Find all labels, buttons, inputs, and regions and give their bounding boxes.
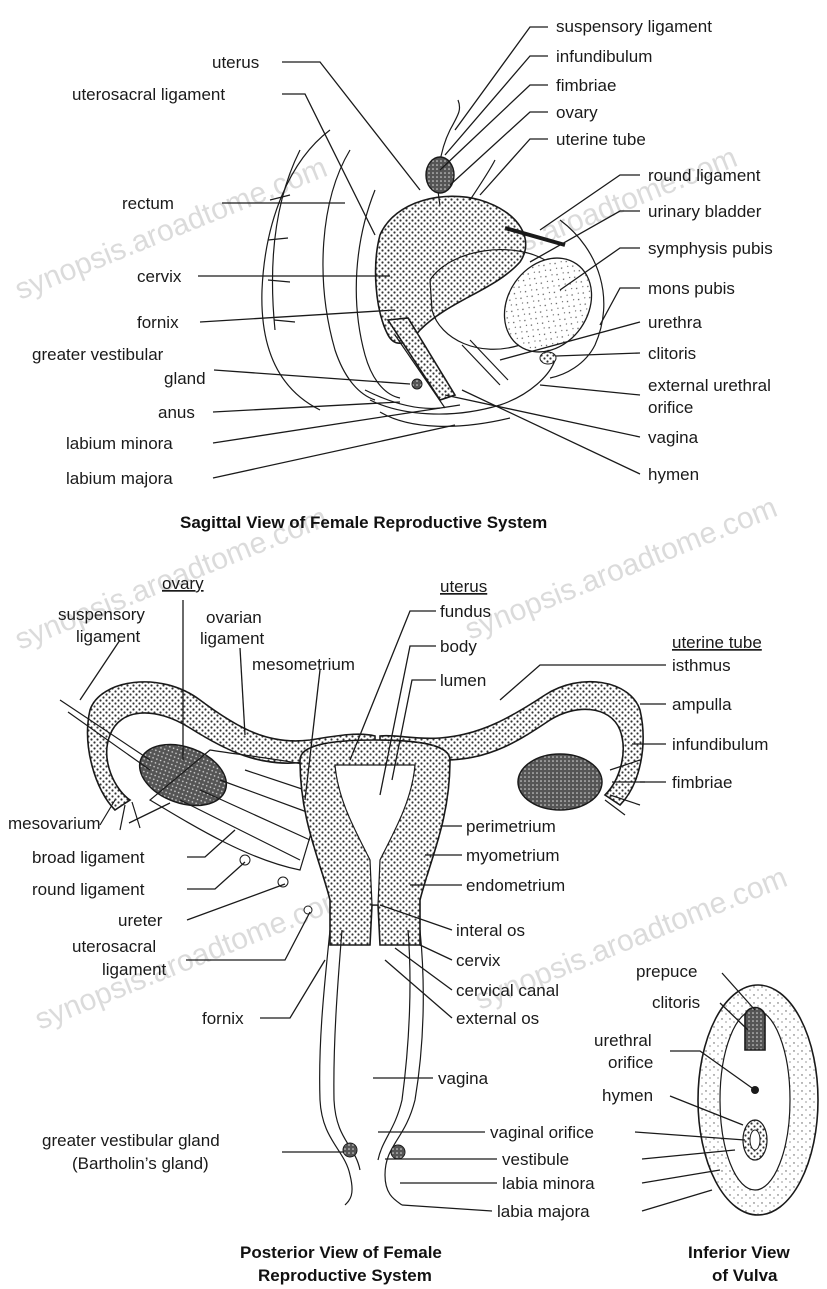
label-vaginal-orifice: vaginal orifice bbox=[490, 1123, 594, 1142]
label-round-ligament: round ligament bbox=[32, 880, 145, 899]
label-lumen: lumen bbox=[440, 671, 486, 690]
label-ovarian-ligament: ovarian bbox=[206, 608, 262, 627]
vulva-view bbox=[698, 985, 818, 1215]
vagina-right-wall bbox=[385, 930, 423, 1205]
label-urethral-orifice-2: orifice bbox=[608, 1053, 653, 1072]
label-mons-pubis: mons pubis bbox=[648, 279, 735, 298]
label-external-urethral-orifice-2: orifice bbox=[648, 398, 693, 417]
label-uterosacral-ligament-2: ligament bbox=[102, 960, 167, 979]
label-fundus: fundus bbox=[440, 602, 491, 621]
posterior-title-2: Reproductive System bbox=[258, 1266, 432, 1285]
vagina-canal bbox=[388, 318, 455, 400]
label-perimetrium: perimetrium bbox=[466, 817, 556, 836]
label-cervix: cervix bbox=[137, 267, 182, 286]
label-prepuce: prepuce bbox=[636, 962, 697, 981]
label-hymen: hymen bbox=[602, 1086, 653, 1105]
label-suspensory-ligament: suspensory ligament bbox=[556, 17, 712, 36]
label-labia-majora: labia majora bbox=[497, 1202, 590, 1221]
label-infundibulum: infundibulum bbox=[556, 47, 652, 66]
label-interal-os: interal os bbox=[456, 921, 525, 940]
label-anus: anus bbox=[158, 403, 195, 422]
label-fimbriae: fimbriae bbox=[556, 76, 616, 95]
right-ovary bbox=[518, 754, 602, 810]
vulva-title: Inferior View bbox=[688, 1243, 790, 1262]
bartholin-gland-left bbox=[343, 1143, 357, 1157]
label-isthmus: isthmus bbox=[672, 656, 731, 675]
posterior-title: Posterior View of Female bbox=[240, 1243, 442, 1262]
clitoris-shape bbox=[540, 352, 556, 364]
label-uterus: uterus bbox=[212, 53, 259, 72]
label-suspensory-ligament-2: ligament bbox=[76, 627, 141, 646]
label-suspensory-ligament: suspensory bbox=[58, 605, 145, 624]
vulva-title-2: of Vulva bbox=[712, 1266, 778, 1285]
label-labium-minora: labium minora bbox=[66, 434, 173, 453]
label-clitoris: clitoris bbox=[648, 344, 696, 363]
label-uterosacral-ligament: uterosacral bbox=[72, 937, 156, 956]
urethral-orifice-shape bbox=[751, 1086, 759, 1094]
label-labia-minora: labia minora bbox=[502, 1174, 595, 1193]
label-fornix: fornix bbox=[202, 1009, 244, 1028]
watermark-text: synopsis.aroadtome.com bbox=[30, 881, 352, 1037]
label-myometrium: myometrium bbox=[466, 846, 560, 865]
sagittal-title: Sagittal View of Female Reproductive Sys… bbox=[180, 513, 547, 532]
label-rectum: rectum bbox=[122, 194, 174, 213]
label-vestibule: vestibule bbox=[502, 1150, 569, 1169]
label-ovary-heading: ovary bbox=[162, 574, 204, 593]
label-labium-majora: labium majora bbox=[66, 469, 173, 488]
label-ovarian-ligament-2: ligament bbox=[200, 629, 265, 648]
label-mesometrium: mesometrium bbox=[252, 655, 355, 674]
label-greater-vestibular-gland-2: gland bbox=[164, 369, 206, 388]
label-ampulla: ampulla bbox=[672, 695, 732, 714]
ovary-shape bbox=[426, 157, 454, 193]
label-uterine-tube-heading: uterine tube bbox=[672, 633, 762, 652]
label-uterus-heading: uterus bbox=[440, 577, 487, 596]
label-greater-vestibular-gland: greater vestibular gland bbox=[42, 1131, 220, 1150]
label-infundibulum: infundibulum bbox=[672, 735, 768, 754]
label-broad-ligament: broad ligament bbox=[32, 848, 145, 867]
label-round-ligament: round ligament bbox=[648, 166, 761, 185]
label-fornix: fornix bbox=[137, 313, 179, 332]
clitoris-shape bbox=[745, 1008, 765, 1051]
vagina-left-wall bbox=[320, 930, 352, 1205]
label-body: body bbox=[440, 637, 477, 656]
label-mesovarium: mesovarium bbox=[8, 814, 101, 833]
label-ovary: ovary bbox=[556, 103, 598, 122]
label-cervix: cervix bbox=[456, 951, 501, 970]
label-urethra: urethra bbox=[648, 313, 702, 332]
label-uterine-tube: uterine tube bbox=[556, 130, 646, 149]
label-urethral-orifice: urethral bbox=[594, 1031, 652, 1050]
label-urinary-bladder: urinary bladder bbox=[648, 202, 762, 221]
vestibular-gland-shape bbox=[412, 379, 422, 389]
label-cervical-canal: cervical canal bbox=[456, 981, 559, 1000]
label-clitoris: clitoris bbox=[652, 993, 700, 1012]
label-greater-vestibular-gland: greater vestibular bbox=[32, 345, 164, 364]
label-external-urethral-orifice: external urethral bbox=[648, 376, 771, 395]
bartholin-gland-right bbox=[391, 1145, 405, 1159]
label-endometrium: endometrium bbox=[466, 876, 565, 895]
label-uterosacral-ligament: uterosacral ligament bbox=[72, 85, 225, 104]
label-symphysis-pubis: symphysis pubis bbox=[648, 239, 773, 258]
label-vagina: vagina bbox=[648, 428, 699, 447]
label-bartholins-gland: (Bartholin’s gland) bbox=[72, 1154, 209, 1173]
label-ureter: ureter bbox=[118, 911, 163, 930]
label-vagina: vagina bbox=[438, 1069, 489, 1088]
label-external-os: external os bbox=[456, 1009, 539, 1028]
label-fimbriae: fimbriae bbox=[672, 773, 732, 792]
label-hymen: hymen bbox=[648, 465, 699, 484]
